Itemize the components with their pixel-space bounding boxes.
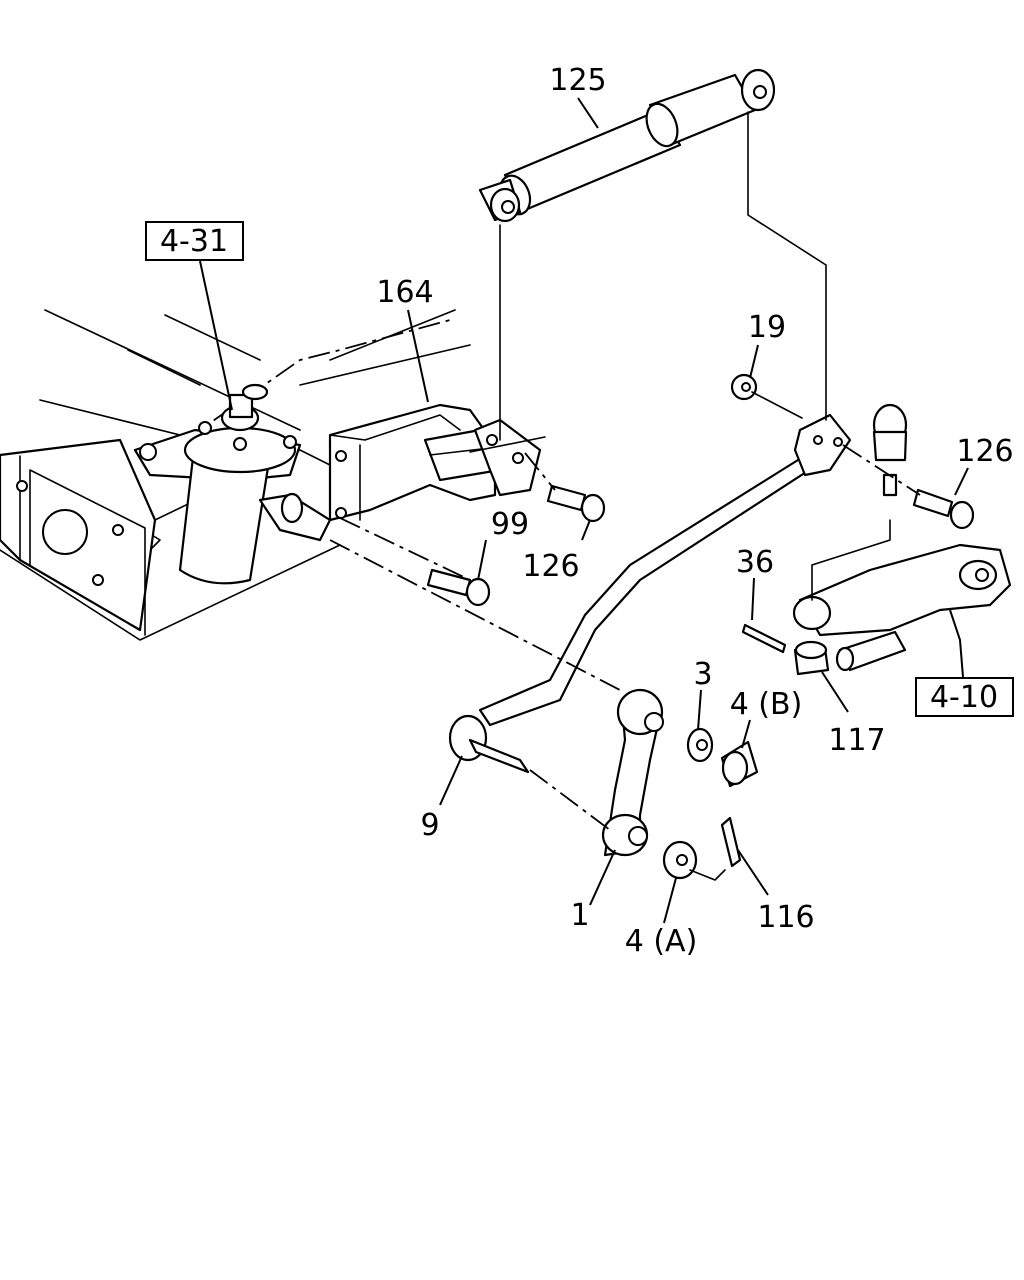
bracket: [328, 403, 542, 522]
reference-4-10[interactable]: 4-10: [915, 677, 1014, 717]
callout-3: 3: [693, 657, 712, 692]
callout-19: 19: [748, 310, 786, 345]
castle-nut-4-a: [662, 840, 698, 880]
callout-126-left: 126: [522, 549, 579, 584]
callout-125: 125: [549, 63, 606, 98]
pitman-arm: [601, 688, 664, 857]
shock-absorber: [478, 68, 776, 223]
callout-117: 117: [828, 723, 885, 758]
callout-4b: 4 (B): [730, 687, 803, 722]
knuckle-arm: [792, 543, 1012, 672]
cotter-pin-36: [741, 623, 787, 654]
bolt-126-left: [546, 484, 606, 523]
assembly-guide-lines: [329, 111, 921, 881]
reference-label: 4-31: [160, 224, 228, 259]
cotter-pin-116: [720, 816, 742, 868]
nut-19: [730, 373, 758, 401]
washer-3: [686, 727, 714, 763]
chassis-frame-rail: [0, 309, 471, 641]
bolt-126-right: [912, 488, 975, 530]
nut-4-b: [720, 740, 759, 788]
callout-leaders: [407, 97, 969, 924]
callout-116: 116: [757, 900, 814, 935]
callout-164: 164: [376, 275, 433, 310]
callout-labels: 125 164 19 126 99 126 36 3 4 (B) 117 9 1…: [376, 63, 1013, 959]
callout-1: 1: [570, 898, 589, 933]
steering-gearbox: [133, 383, 332, 585]
reference-4-31[interactable]: 4-31: [145, 221, 244, 261]
castle-nut-117: [793, 640, 830, 676]
callout-99: 99: [491, 507, 529, 542]
reference-label: 4-10: [930, 680, 998, 715]
callout-4a: 4 (A): [625, 924, 698, 959]
callout-126-right: 126: [956, 434, 1013, 469]
callout-9: 9: [420, 808, 439, 843]
drag-link-rod: [448, 403, 908, 774]
callout-36: 36: [736, 545, 774, 580]
